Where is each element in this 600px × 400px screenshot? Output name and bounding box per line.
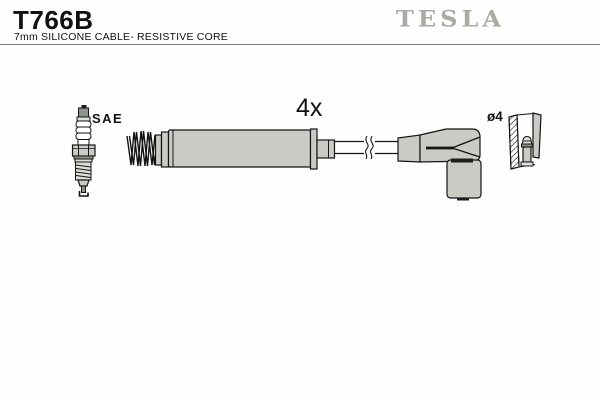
quantity-label: 4x <box>296 94 323 122</box>
header-divider <box>0 44 600 45</box>
cable-icon <box>335 135 405 160</box>
sae-label: SAE <box>92 111 124 126</box>
elbow-boot-icon <box>397 128 482 201</box>
part-number: T766B <box>13 5 94 35</box>
tesla-logo: TESLA <box>396 4 505 33</box>
product-subtitle: 7mm SILICONE CABLE- RESISTIVE CORE <box>14 31 228 43</box>
spring-icon <box>126 130 158 167</box>
terminal-section-icon <box>508 112 542 170</box>
spark-plug-icon <box>71 105 96 197</box>
terminal-diameter-label: ø4 <box>487 109 503 124</box>
straight-boot-icon <box>154 128 336 170</box>
